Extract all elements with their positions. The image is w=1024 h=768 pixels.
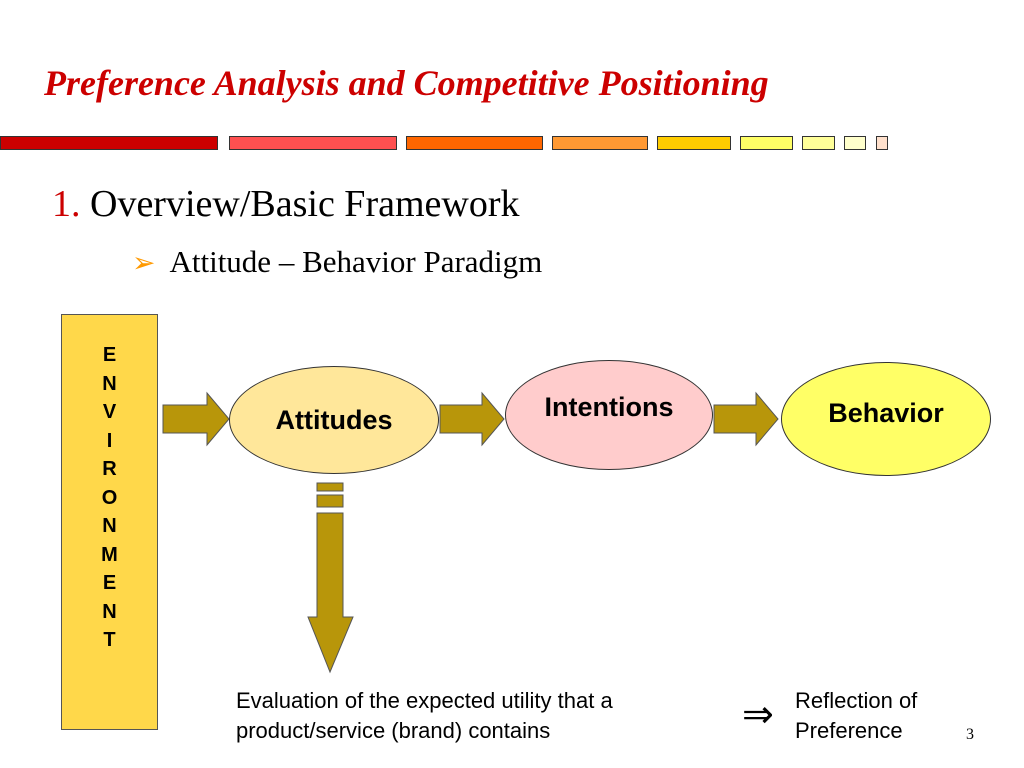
deco-bar xyxy=(740,136,793,150)
environment-letter: E xyxy=(102,572,117,594)
deco-bar xyxy=(552,136,648,150)
arrow-right-icon xyxy=(162,391,230,447)
environment-letter: R xyxy=(102,458,117,480)
environment-box: E N V I R O N M E N T xyxy=(61,314,158,730)
evaluation-line: product/service (brand) contains xyxy=(236,718,551,743)
deco-bar xyxy=(876,136,888,150)
evaluation-caption: Evaluation of the expected utility that … xyxy=(236,686,613,746)
environment-letter: V xyxy=(102,401,117,423)
arrow-down-icon xyxy=(307,482,354,674)
behavior-label: Behavior xyxy=(828,397,944,428)
attitudes-node: Attitudes xyxy=(229,366,439,474)
attitudes-label: Attitudes xyxy=(275,404,393,435)
environment-letter: T xyxy=(103,629,116,651)
environment-letter: N xyxy=(102,515,117,537)
heading-text: Overview/Basic Framework xyxy=(90,183,520,225)
environment-letter: O xyxy=(101,486,118,509)
deco-bar xyxy=(657,136,731,150)
deco-bar xyxy=(802,136,835,150)
reflection-caption: Reflection of Preference xyxy=(795,686,917,746)
arrow-bullet-icon: ➢ xyxy=(132,248,156,279)
page-number: 3 xyxy=(966,726,974,743)
environment-letter: E xyxy=(102,344,117,366)
deco-bar xyxy=(0,136,218,150)
environment-letter: M xyxy=(101,543,118,566)
environment-letter: I xyxy=(106,429,113,452)
deco-bar xyxy=(844,136,866,150)
reflection-line: Preference xyxy=(795,718,903,743)
arrow-right-icon xyxy=(713,391,779,447)
subheading: ➢ Attitude – Behavior Paradigm xyxy=(132,244,542,280)
intentions-label: Intentions xyxy=(544,391,674,422)
arrow-right-icon xyxy=(439,391,505,447)
environment-letter: N xyxy=(102,600,117,623)
deco-bar xyxy=(229,136,397,150)
subheading-text: Attitude – Behavior Paradigm xyxy=(169,244,543,279)
slide-title: Preference Analysis and Competitive Posi… xyxy=(44,63,769,103)
intentions-node: Intentions xyxy=(505,360,713,470)
deco-bar xyxy=(406,136,543,150)
heading-number: 1. xyxy=(52,183,81,225)
implies-symbol: ⇒ xyxy=(742,692,774,736)
evaluation-line: Evaluation of the expected utility that … xyxy=(236,688,613,713)
reflection-line: Reflection of xyxy=(795,688,918,713)
section-heading: 1. Overview/Basic Framework xyxy=(52,182,520,226)
environment-letter: N xyxy=(102,372,117,395)
behavior-node: Behavior xyxy=(781,362,991,476)
